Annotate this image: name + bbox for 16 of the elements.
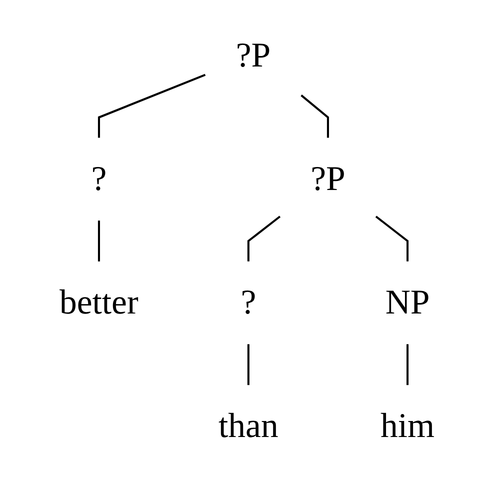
- connector: [98, 73, 206, 138]
- tree-diagram: ?P ? ?P better ? NP than him: [7, 6, 487, 476]
- node-text: ?: [240, 283, 256, 322]
- connector: [98, 220, 100, 261]
- node-text: ?P: [310, 160, 346, 198]
- connector: [300, 94, 329, 138]
- connector: [247, 344, 250, 385]
- connector: [247, 215, 281, 261]
- node-text: ?: [91, 160, 107, 198]
- node-text: him: [380, 407, 435, 445]
- node-text: than: [218, 407, 278, 445]
- node-text: ?P: [236, 36, 271, 74]
- connector: [375, 215, 409, 261]
- node-text: NP: [385, 283, 430, 322]
- connector: [406, 344, 409, 385]
- node-text: better: [59, 283, 139, 322]
